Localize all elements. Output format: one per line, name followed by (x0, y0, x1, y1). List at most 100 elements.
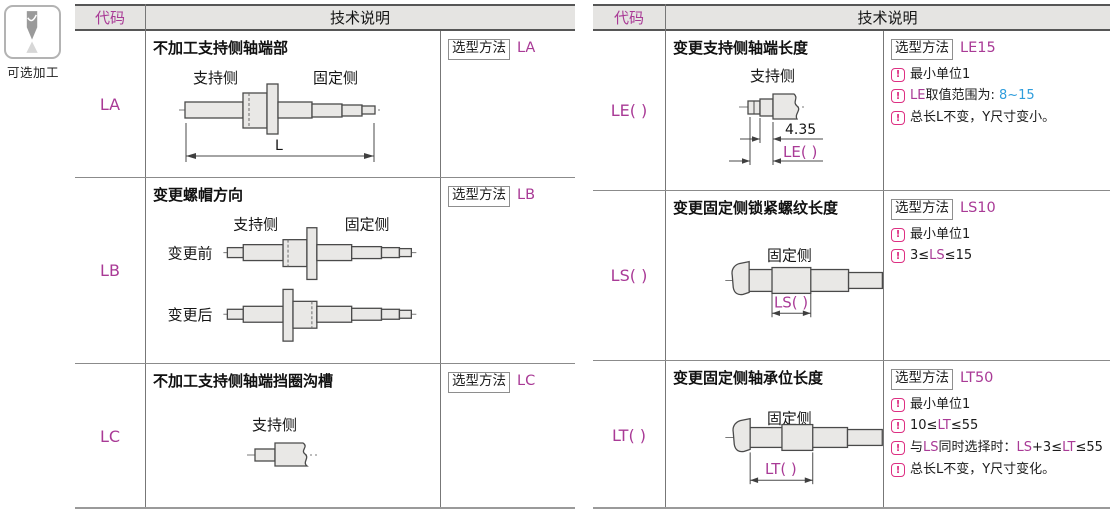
dimension-l-label: L (275, 138, 283, 154)
note-text: 与LS同时选择时：LS+3≤LT≤55 (910, 440, 1103, 456)
la-shaft-diagram: 支持侧 固定侧 L (179, 69, 383, 162)
table-row-lc: LC 支持侧 不加工支持侧轴端挡圈沟槽 选型方法 LC (75, 364, 575, 509)
fixed-side-label: 固定侧 (313, 69, 358, 87)
note-text: 10≤LT≤55 (910, 418, 979, 434)
selection-method-box: 选型方法 (891, 39, 953, 60)
selection-method-box: 选型方法 (448, 372, 510, 393)
warning-icon: ! (891, 441, 905, 456)
code-cell: LS( ) (610, 266, 648, 285)
description-cell: 支持侧 固定侧 L 不加工支持侧轴端部 (145, 31, 440, 177)
column-header-description: 技术说明 (329, 9, 390, 27)
code-cell: LE( ) (610, 101, 648, 120)
description-cell: 支持侧 4.35 LE( ) 变更支持侧轴端长度 (665, 31, 883, 190)
support-side-label: 支持侧 (193, 69, 238, 87)
description-cell: 支持侧 不加工支持侧轴端挡圈沟槽 (145, 364, 440, 509)
lb-nut-direction-diagram: 支持侧 固定侧 变更前 变更后 (168, 216, 417, 342)
note-text: LE取值范围为: 8~15 (910, 88, 1035, 104)
support-side-label: 支持侧 (233, 216, 278, 234)
warning-icon: ! (891, 397, 905, 412)
column-header-description: 技术说明 (857, 9, 918, 27)
row-title: 变更支持侧轴端长度 (673, 39, 809, 57)
fixed-side-label: 固定侧 (345, 216, 390, 234)
selection-method-value: LT50 (960, 370, 994, 386)
row-divider (593, 360, 1110, 361)
row-title: 不加工支持侧轴端部 (153, 39, 289, 57)
note-line: ! 总长L不变，Y尺寸变化。 (891, 462, 1106, 479)
description-cell: 固定侧 LT( ) 变更固定侧轴承位长度 (665, 361, 883, 509)
dimension-435-label: 4.35 (785, 122, 816, 138)
before-change-label: 变更前 (168, 245, 213, 263)
drill-bit-icon (26, 11, 38, 53)
note-text: 最小单位1 (910, 396, 971, 412)
method-cell: 选型方法 LE15 ! 最小单位1! LE取值范围为: 8~15! 总长L不变，Y尺寸… (884, 31, 1110, 190)
column-header-code: 代码 (94, 9, 125, 27)
description-cell: 固定侧 LS( ) 变更固定侧锁紧螺纹长度 (665, 191, 883, 360)
note-line: ! 最小单位1 (891, 227, 1106, 244)
row-title: 不加工支持侧轴端挡圈沟槽 (153, 372, 334, 390)
note-line: !3≤LS≤15 (891, 248, 1106, 265)
selection-method-box: 选型方法 (891, 199, 953, 220)
notes-list: ! 最小单位1 !3≤LS≤15 (891, 227, 1106, 266)
column-divider (665, 4, 666, 507)
warning-icon: ! (891, 67, 905, 82)
note-line: ! 最小单位1 (891, 67, 1106, 84)
note-text: 最小单位1 (910, 226, 971, 242)
table-row-le: LE( ) 支持侧 4.35 LE( ) (593, 31, 1110, 190)
row-title: 变更固定侧轴承位长度 (673, 369, 824, 387)
selection-method-value: LE15 (960, 40, 996, 56)
method-cell: 选型方法 LB (441, 178, 575, 363)
note-line: ! 总长L不变，Y尺寸变小。 (891, 110, 1106, 127)
dimension-lt-label: LT( ) (765, 460, 797, 478)
selection-method-value: LA (517, 40, 536, 56)
selection-method-box: 选型方法 (448, 186, 510, 207)
code-cell: LC (99, 427, 121, 446)
method-cell: 选型方法 LS10 ! 最小单位1 !3≤LS≤15 (884, 191, 1110, 360)
method-column-divider (883, 31, 884, 507)
row-divider (75, 363, 575, 364)
right-options-table: 代码 技术说明 LE( ) 支持侧 4.35 (593, 4, 1110, 509)
warning-icon: ! (891, 419, 905, 434)
warning-icon: ! (891, 111, 905, 126)
fixed-side-label: 固定侧 (767, 410, 812, 428)
support-side-label: 支持侧 (750, 67, 795, 85)
left-table-header: 代码 技术说明 (75, 4, 575, 31)
method-cell: 选型方法 LT50 ! 最小单位1! 10≤LT≤55! 与LS同时选择时：LS+3≤… (884, 361, 1110, 509)
description-cell: 支持侧 固定侧 变更前 变更后 (145, 178, 440, 363)
note-line: ! LE取值范围为: 8~15 (891, 88, 1106, 105)
optional-machining-badge (4, 5, 61, 59)
notes-list: ! 最小单位1! LE取值范围为: 8~15! 总长L不变，Y尺寸变小。 (891, 67, 1106, 128)
right-table-header: 代码 技术说明 (593, 4, 1110, 31)
code-cell: LB (100, 261, 120, 280)
row-divider (75, 177, 575, 178)
notes-list: ! 最小单位1! 10≤LT≤55! 与LS同时选择时：LS+3≤LT≤55! 总长L不… (891, 397, 1106, 480)
column-divider (145, 4, 146, 507)
table-row-ls: LS( ) 固定侧 LS( ) 变更固定侧锁紧螺纹长度 选型方法 LS1 (593, 191, 1110, 360)
warning-icon: ! (891, 89, 905, 104)
row-title: 变更固定侧锁紧螺纹长度 (673, 199, 839, 217)
method-column-divider (440, 31, 441, 507)
note-text: 3≤LS≤15 (910, 248, 973, 264)
code-cell: LT( ) (611, 425, 647, 445)
dimension-le-label: LE( ) (783, 143, 817, 161)
row-divider (593, 190, 1110, 191)
optional-machining-label: 可选加工 (6, 65, 59, 80)
method-cell: 选型方法 LA (441, 31, 575, 177)
support-side-label: 支持侧 (252, 416, 297, 434)
note-text: 总长L不变，Y尺寸变化。 (910, 462, 1056, 478)
method-cell: 选型方法 LC (441, 364, 575, 509)
note-text: 最小单位1 (910, 66, 971, 82)
selection-method-value: LS10 (960, 200, 996, 216)
fixed-side-label: 固定侧 (767, 247, 812, 265)
selection-method-box: 选型方法 (448, 39, 510, 60)
note-line: ! 10≤LT≤55 (891, 418, 1106, 435)
dimension-ls-label: LS( ) (774, 293, 808, 311)
note-line: ! 与LS同时选择时：LS+3≤LT≤55 (891, 440, 1106, 457)
warning-icon: ! (891, 227, 905, 242)
ls-lock-thread-diagram: 固定侧 LS( ) (725, 247, 883, 318)
selection-method-value: LB (517, 187, 536, 203)
note-text: 总长L不变，Y尺寸变小。 (910, 110, 1056, 126)
after-change-label: 变更后 (168, 306, 213, 324)
selection-method-box: 选型方法 (891, 369, 953, 390)
warning-icon: ! (891, 463, 905, 478)
table-row-lb: LB 支持侧 固定侧 变更前 变更后 (75, 178, 575, 363)
